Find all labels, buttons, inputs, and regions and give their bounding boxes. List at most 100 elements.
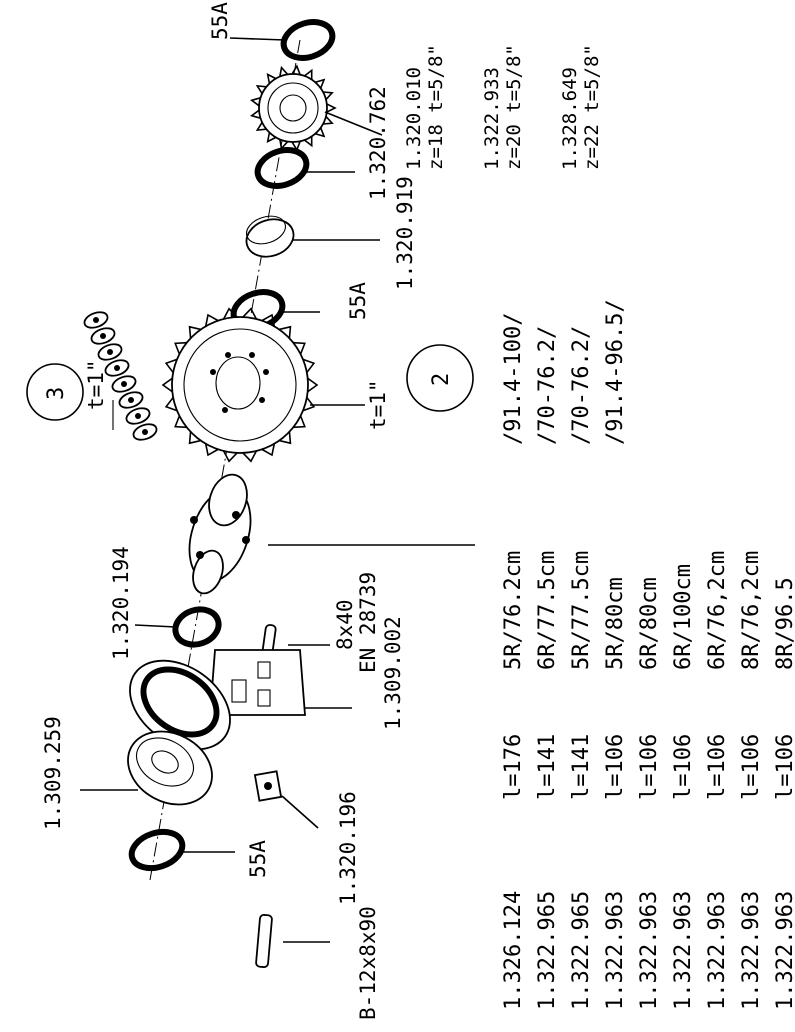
callout-bearing: 1.309.259 (41, 716, 65, 830)
seal-ring-top (229, 19, 336, 61)
sprocket-tooth (255, 84, 267, 95)
callout-ring-2: 1.320.919 (393, 176, 417, 290)
sprocket-tooth (293, 415, 306, 429)
sprocket-tooth (266, 132, 277, 143)
circle-2-label: 2 (429, 373, 454, 386)
sprocket-tooth (242, 307, 258, 320)
chain-pin (93, 317, 99, 323)
callout-pitch-sprocket: t=1" (366, 379, 390, 430)
sprocket-tooth (302, 397, 316, 412)
sprocket-option-code: 1.328.649 (559, 67, 581, 170)
table-cell-config: 5R/80cm (603, 577, 628, 670)
table-cell-extra: /91.4-100/ (501, 313, 526, 445)
sprocket-tooth (204, 443, 219, 457)
sprocket-tooth (326, 103, 337, 113)
table-cell-config: 6R/100cm (671, 564, 696, 670)
ball-bearing (80, 730, 213, 806)
table-cell-code: 1.322.965 (535, 891, 560, 1010)
callout-pitch-chain: t=1" (84, 359, 108, 410)
sprocket-tooth (188, 431, 202, 445)
callout-bearing-ring: 1.320.194 (109, 546, 133, 660)
bearing-housing (129, 649, 352, 751)
callout-nut: 1.320.196 (336, 791, 360, 905)
table-cell-config: 8R/76,2cm (739, 551, 764, 670)
table-cell-length: l=176 (501, 734, 526, 800)
sprocket-tooth (314, 127, 326, 138)
seal-ring-lower (134, 606, 222, 648)
chain-pin (135, 413, 141, 419)
table-cell-code: 1.322.963 (705, 891, 730, 1010)
callout-housing: 1.309.002 (381, 616, 405, 730)
seal-ring-bottom (128, 828, 235, 872)
table-cell-extra: /70-76.2/ (535, 326, 560, 445)
table-cell-length: l=106 (705, 734, 730, 800)
sprocket-tooth (278, 325, 292, 339)
table-cell-length: l=106 (671, 734, 696, 800)
sprocket-tooth (266, 73, 277, 84)
callout-ring-3-55a: 55A (346, 282, 370, 320)
table-cell-config: 5R/76.2cm (501, 551, 526, 670)
table-cell-config: 6R/76,2cm (705, 551, 730, 670)
sprocket-option-code: 1.322.933 (481, 67, 503, 170)
sprocket-option-spec: z=20 t=5/8" (503, 44, 525, 170)
sprocket-tooth (249, 97, 261, 107)
sprocket-tooth (261, 443, 276, 457)
small-sprocket (249, 64, 383, 152)
sprocket-tooth (307, 377, 319, 393)
roller-chain (83, 311, 158, 441)
table-cell-config: 5R/77.5cm (569, 551, 594, 670)
sprocket-tooth (303, 68, 313, 80)
sprocket-tooth (302, 358, 316, 373)
sprocket-tooth (261, 313, 276, 327)
sprocket-option-spec: z=22 t=5/8" (581, 44, 603, 170)
callout-top-55a: 55A (208, 2, 232, 40)
sprocket-tooth (222, 450, 238, 463)
sprocket-tooth (249, 109, 261, 119)
square-nut (253, 770, 319, 829)
sprocket-tooth (303, 136, 313, 148)
table-cell-length: l=141 (535, 734, 560, 800)
sprocket-tooth (314, 78, 326, 89)
table-cell-code: 1.322.963 (739, 891, 764, 1010)
table-cell-config: 6R/80cm (637, 577, 662, 670)
table-cell-extra: /91.4-96.5/ (603, 299, 628, 445)
sprocket-tooth (322, 91, 334, 101)
chain-pin (142, 429, 148, 435)
sprocket-option-spec: z=18 t=5/8" (425, 44, 447, 170)
sprocket-tooth (204, 313, 219, 327)
table-cell-code: 1.326.124 (501, 891, 526, 1010)
table-cell-length: l=106 (739, 734, 764, 800)
callout-bottom-55a: 55A (246, 840, 270, 878)
sprocket-tooth (293, 341, 306, 355)
sprocket-tooth (255, 121, 267, 132)
table-cell-length: l=106 (603, 734, 628, 800)
parts-table: 1.326.124 l=176 5R/76.2cm/91.4-100/1.322.9… (501, 299, 795, 1010)
chain-pin (114, 365, 120, 371)
table-cell-length: l=141 (569, 734, 594, 800)
sprocket-tooth (188, 325, 202, 339)
sprocket-tooth (242, 450, 258, 463)
table-cell-code: 1.322.963 (637, 891, 662, 1010)
sprocket-tooth (161, 377, 173, 393)
assembly-axis (149, 39, 301, 881)
sprocket-tooth (278, 431, 292, 445)
sprocket-tooth (291, 64, 301, 76)
circle-3-label: 3 (44, 387, 69, 400)
sprocket-tooth (174, 341, 187, 355)
circle-marker-3 (26, 363, 84, 421)
circle-marker-2 (406, 344, 474, 412)
chain-pin (107, 349, 113, 355)
sprocket-tooth (322, 115, 334, 125)
seal-ring-mid (254, 147, 355, 189)
table-cell-code: 1.322.963 (671, 891, 696, 1010)
sleeve-bushing (245, 215, 380, 258)
large-key (255, 914, 330, 968)
table-cell-extra: /70-76.2/ (569, 326, 594, 445)
sprocket-tooth (279, 65, 289, 77)
callout-key-small: 8x40 (333, 599, 357, 650)
large-sprocket (161, 307, 365, 463)
table-cell-code: 1.322.963 (603, 891, 628, 1010)
sprocket-tooth (174, 415, 187, 429)
